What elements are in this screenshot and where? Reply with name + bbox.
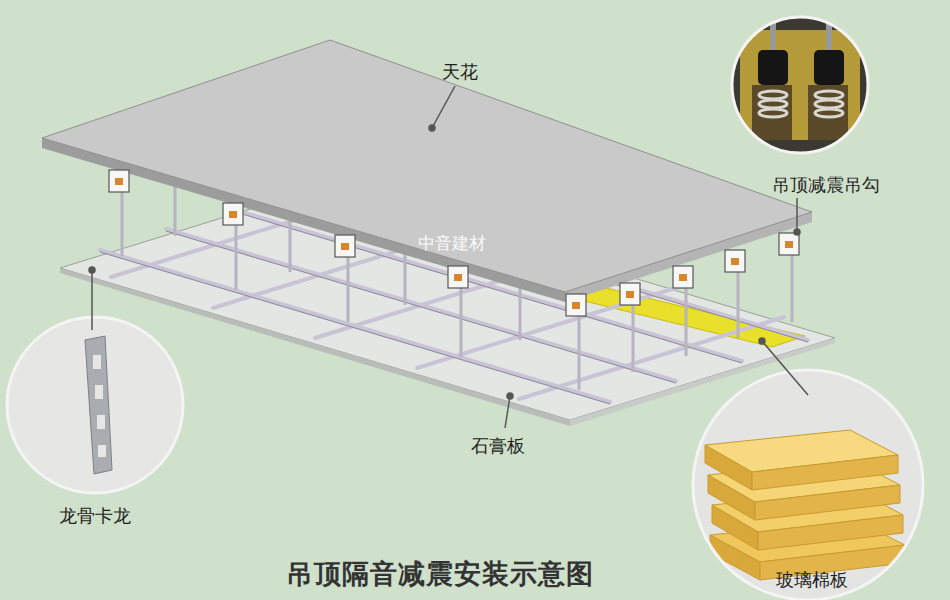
ceiling-slab <box>42 40 812 302</box>
damping-hangers <box>109 170 799 316</box>
part-label: 玻璃棉板 <box>776 568 848 592</box>
hook-photo <box>730 15 870 155</box>
part-label: 石膏板 <box>471 434 525 458</box>
hanger-dots <box>115 178 793 309</box>
watermark: 中音建材 <box>418 232 486 255</box>
glasswool-photo <box>693 370 923 600</box>
clip-photo <box>7 317 183 493</box>
part-label: 吊顶减震吊勾 <box>772 173 880 197</box>
leader-lines <box>89 86 808 428</box>
part-label: 天花 <box>442 60 478 84</box>
part-label: 龙骨卡龙 <box>59 504 131 528</box>
diagram-title: 吊顶隔音减震安装示意图 <box>286 556 594 592</box>
